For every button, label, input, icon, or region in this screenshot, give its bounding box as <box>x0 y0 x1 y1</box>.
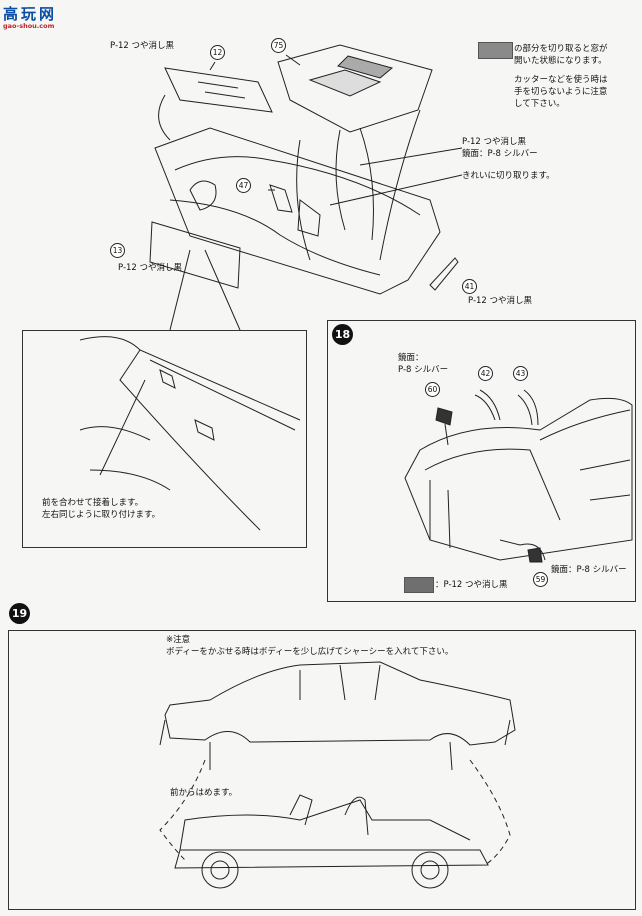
step18-hood <box>404 397 633 561</box>
step18-mirror-label-1: 鏡面： <box>398 353 424 363</box>
part-number-42: 42 <box>478 366 493 381</box>
watermark-url: gao-shou.com <box>3 22 55 30</box>
step18-mirror-label-2: P-8 シルバー <box>398 365 449 375</box>
part-number-43: 43 <box>513 366 528 381</box>
part-number-12: 12 <box>210 45 225 60</box>
detail-body-side <box>79 336 301 531</box>
label-41-matte: P-12 つや消し黒 <box>468 296 533 306</box>
note-line-4: 手を切らないように注意 <box>514 87 608 97</box>
step19-chassis <box>174 849 489 869</box>
note-line-3: カッターなどを使う時は <box>514 75 608 85</box>
mirror-60 <box>435 407 453 426</box>
front-note: 前からはめます。 <box>170 788 238 798</box>
step19-box <box>8 630 636 910</box>
step18-bottom-matte: ：P-12 つや消し黒 <box>435 580 508 590</box>
label-matte: P-12 つや消し黒 <box>462 137 527 147</box>
detail-inset-box <box>22 330 307 548</box>
step18-bottom-silver: 鏡面：P-8 シルバー <box>551 565 627 575</box>
part-42 <box>474 389 501 421</box>
note-line-1: の部分を切り取ると窓が <box>514 44 608 54</box>
front-wheel <box>201 851 239 889</box>
step18-box <box>327 320 636 602</box>
part-75-window <box>277 44 433 133</box>
part-number-41: 41 <box>462 279 477 294</box>
note-line-2: 開いた状態になります。 <box>514 56 607 66</box>
label-cut-cleanly: きれいに切り取ります。 <box>462 171 555 181</box>
part-number-59: 59 <box>533 572 548 587</box>
label-12-matte: P-12 つや消し黒 <box>110 41 175 51</box>
mirror-59 <box>527 547 543 563</box>
part-13-panel <box>149 221 241 289</box>
part-41-wiper <box>429 257 459 291</box>
step19-body <box>164 661 516 746</box>
step18-badge: 18 <box>332 324 353 345</box>
interior-tub <box>154 127 441 295</box>
part-number-75: 75 <box>271 38 286 53</box>
watermark-logo: 高玩网 <box>3 5 58 23</box>
part-43 <box>517 389 539 426</box>
note-line-5: して下さい。 <box>514 99 565 109</box>
label-silver: 鏡面：P-8 シルバー <box>462 149 538 159</box>
caution-text: ボディーをかぶせる時はボディーを少し広げてシャーシーを入れて下さい。 <box>166 647 454 657</box>
step19-badge: 19 <box>9 603 30 624</box>
part-number-13: 13 <box>110 243 125 258</box>
rear-wheel <box>411 851 449 889</box>
detail-line-2: 左右同じように取り付けます。 <box>42 510 161 520</box>
part-number-60: 60 <box>425 382 440 397</box>
detail-line-1: 前を合わせて接着します。 <box>42 498 144 508</box>
cut-area-swatch <box>478 42 513 59</box>
part-number-47: 47 <box>236 178 251 193</box>
matte-black-swatch <box>404 577 434 593</box>
label-13-matte: P-12 つや消し黒 <box>118 263 183 273</box>
part-12-panel <box>164 67 273 113</box>
caution-title: ※注意 <box>166 635 191 645</box>
